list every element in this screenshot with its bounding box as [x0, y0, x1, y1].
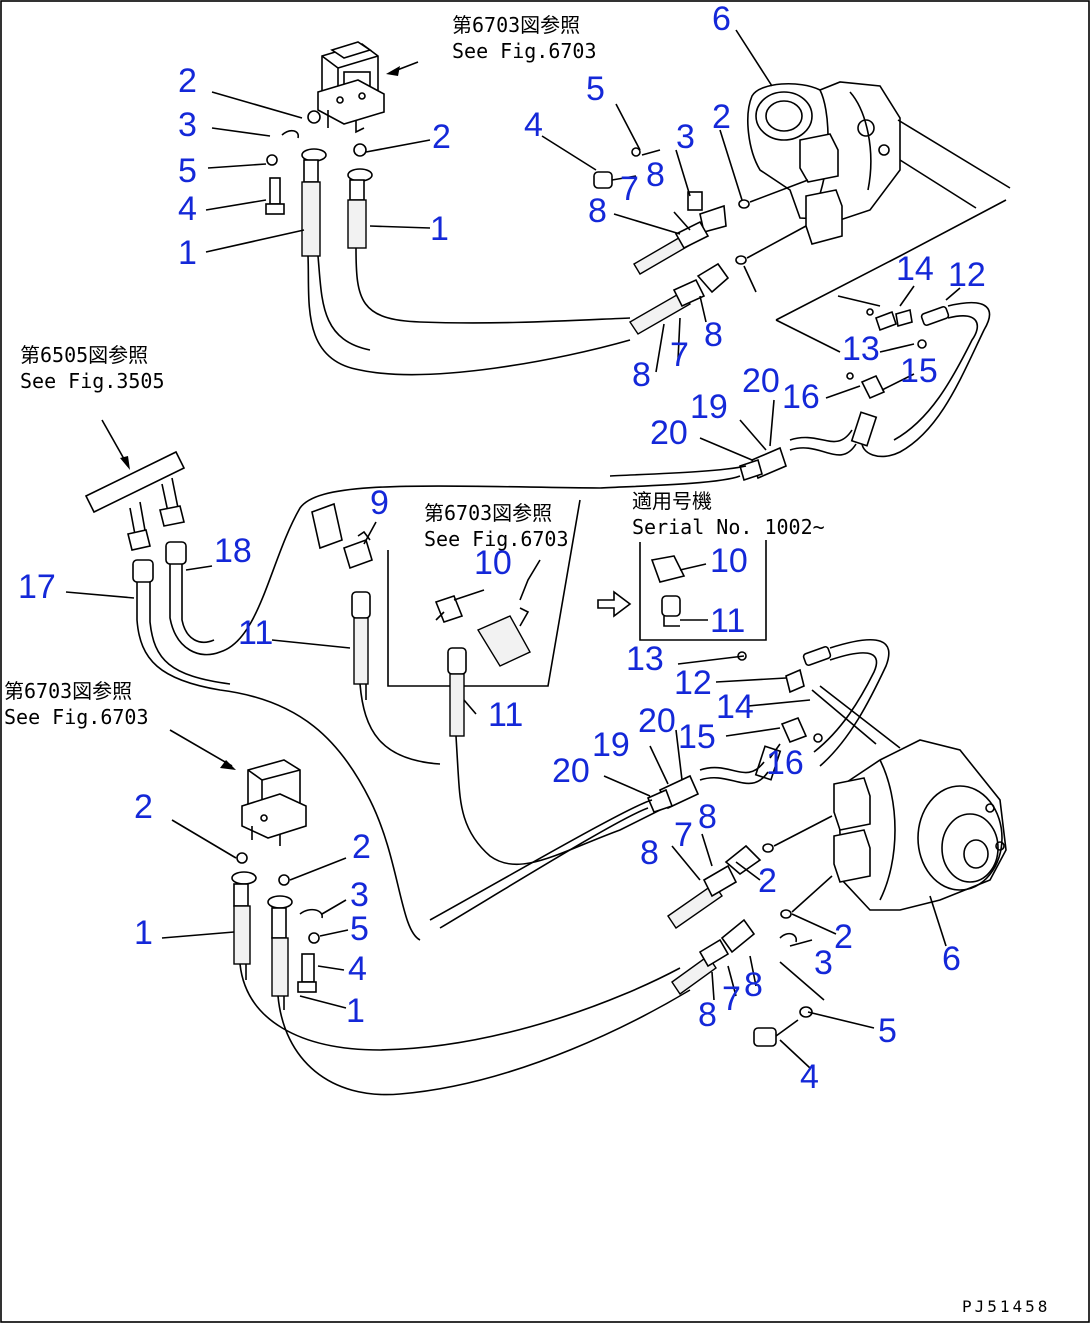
serial-inset-box — [597, 540, 767, 641]
bottom-pilot-line — [429, 639, 901, 929]
callout-20: 20 — [742, 362, 780, 400]
callout-8g: 8 — [698, 996, 717, 1034]
callout-2e: 2 — [134, 788, 153, 826]
drawing-code: PJ51458 — [962, 1297, 1050, 1316]
inset-ref-jp: 第6703図参照 — [424, 501, 552, 525]
callout-3c: 3 — [350, 876, 369, 914]
callout-6: 6 — [712, 0, 731, 38]
callout-15: 15 — [900, 352, 938, 390]
callout-5: 5 — [586, 70, 605, 108]
upper-left-pipe — [84, 450, 601, 941]
callout-4: 4 — [524, 106, 543, 144]
callout-4b: 4 — [178, 190, 197, 228]
top-ref-en: See Fig.6703 — [452, 39, 597, 63]
callout-1: 1 — [178, 234, 197, 272]
callout-16b: 16 — [766, 744, 804, 782]
callout-16: 16 — [782, 378, 820, 416]
bottom-travel-motor — [833, 739, 1007, 911]
callout-4c: 4 — [348, 950, 367, 988]
callout-18: 18 — [214, 532, 252, 570]
callout-3d: 3 — [814, 944, 833, 982]
inset-box — [387, 499, 681, 866]
callout-7b: 7 — [670, 336, 689, 374]
top-pilot-line — [599, 199, 1007, 489]
top-motor-fittings — [593, 147, 809, 335]
callout-4d: 4 — [800, 1058, 819, 1096]
bottom-ref-jp: 第6703図参照 — [4, 679, 132, 703]
callout-8c: 8 — [632, 356, 651, 394]
bottom-ref-en: See Fig.6703 — [4, 705, 149, 729]
callout-12: 12 — [948, 256, 986, 294]
callout-19: 19 — [690, 388, 728, 426]
callout-8d: 8 — [704, 316, 723, 354]
callout-5b: 5 — [178, 152, 197, 190]
top-control-valve — [317, 41, 419, 134]
callout-numbers: 6 2 5 3 4 8 7 8 2 3 5 4 1 1 2 14 12 8 7 … — [18, 0, 986, 1096]
callout-19b: 19 — [592, 726, 630, 764]
callout-6b: 6 — [942, 940, 961, 978]
center-tee-group — [311, 502, 441, 765]
callout-8b: 8 — [646, 156, 665, 194]
bottom-hoses — [231, 852, 691, 1096]
callout-11c: 11 — [488, 696, 523, 734]
top-hoses — [265, 110, 631, 376]
callout-1b: 1 — [430, 210, 449, 248]
callout-13b: 13 — [626, 640, 664, 678]
leader-lines — [65, 29, 961, 1069]
callout-1c: 1 — [134, 914, 153, 952]
pipe-ref-en: See Fig.3505 — [20, 369, 165, 393]
callout-20d: 20 — [552, 752, 590, 790]
callout-2f: 2 — [352, 828, 371, 866]
callout-11: 11 — [710, 602, 745, 640]
callout-2d: 2 — [758, 862, 777, 900]
callout-20c: 20 — [638, 702, 676, 740]
callout-7: 7 — [620, 170, 639, 208]
callout-3b: 3 — [676, 118, 695, 156]
callout-1d: 1 — [346, 992, 365, 1030]
callout-20b: 20 — [650, 414, 688, 452]
bottom-control-valve — [169, 729, 307, 846]
callout-8f: 8 — [698, 798, 717, 836]
callout-7d: 7 — [722, 980, 741, 1018]
callout-10: 10 — [474, 544, 512, 582]
callout-5c: 5 — [350, 910, 369, 948]
callout-15b: 15 — [678, 718, 716, 756]
callout-3: 3 — [178, 106, 197, 144]
callout-17: 17 — [18, 568, 56, 606]
callout-8: 8 — [588, 192, 607, 230]
callout-10b: 10 — [710, 542, 748, 580]
top-ref-jp: 第6703図参照 — [452, 13, 580, 37]
callout-2: 2 — [178, 62, 197, 100]
serial-ref-en: Serial No. 1002~ — [632, 515, 825, 539]
callout-14b: 14 — [716, 688, 754, 726]
callout-13: 13 — [842, 330, 880, 368]
bottom-motor-fittings — [667, 815, 833, 1047]
callout-2g: 2 — [834, 918, 853, 956]
callout-2c: 2 — [432, 118, 451, 156]
callout-9: 9 — [370, 484, 389, 522]
callout-11b: 11 — [238, 614, 273, 652]
callout-5d: 5 — [878, 1012, 897, 1050]
serial-ref-jp: 適用号機 — [632, 489, 712, 513]
inset-ref-en: See Fig.6703 — [424, 527, 569, 551]
reference-notes: 第6703図参照 See Fig.6703 第6505図参照 See Fig.3… — [4, 13, 1050, 1316]
callout-7c: 7 — [674, 816, 693, 854]
callout-8h: 8 — [744, 966, 763, 1004]
callout-2b: 2 — [712, 98, 731, 136]
callout-12b: 12 — [674, 664, 712, 702]
callout-14: 14 — [896, 250, 934, 288]
pipe-ref-jp: 第6505図参照 — [20, 343, 148, 367]
callout-8e: 8 — [640, 834, 659, 872]
top-travel-motor — [747, 81, 1011, 245]
